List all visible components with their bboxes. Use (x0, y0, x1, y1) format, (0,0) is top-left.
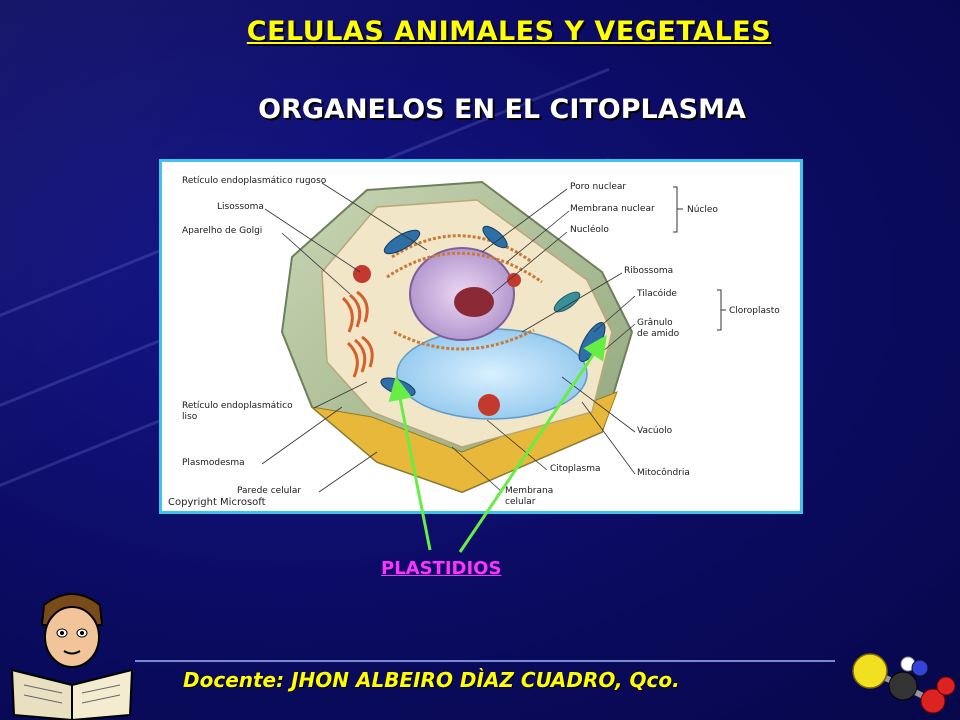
label-membrana-celular-2: celular (505, 497, 536, 507)
label-granulo-2: de amido (637, 329, 680, 339)
label-citoplasma: Citoplasma (550, 464, 601, 474)
label-parede-celular: Parede celular (237, 486, 301, 496)
teacher-reading-icon (10, 593, 134, 720)
cell-illustration: Retículo endoplasmático rugoso Lisossoma… (168, 176, 780, 508)
label-reticulo-rugoso: Retículo endoplasmático rugoso (182, 176, 327, 186)
label-golgi: Aparelho de Golgi (182, 226, 262, 236)
slide-subtitle: ORGANELOS EN EL CITOPLASMA (258, 94, 746, 125)
cell-diagram: Retículo endoplasmático rugoso Lisossoma… (159, 159, 803, 514)
golgi-shape (341, 290, 369, 333)
label-reticulo-liso: Retículo endoplasmático (182, 401, 293, 411)
label-vacuolo: Vacúolo (637, 426, 673, 436)
mitochondrion-shape (553, 291, 581, 313)
label-mitocondria: Mitocôndria (637, 467, 690, 478)
lysosome-shape (353, 265, 371, 283)
label-membrana-celular: Membrana (505, 486, 553, 496)
label-membrana-nuclear: Membrana nuclear (570, 204, 655, 214)
copyright-text: Copyright Microsoft (168, 497, 266, 508)
molecule-icon (852, 653, 956, 714)
label-nucleo: Núcleo (687, 205, 718, 215)
label-nucleolo: Nucléolo (570, 224, 609, 235)
footer-divider (135, 660, 835, 662)
footer-teacher-credit: Docente: JHON ALBEIRO DÌAZ CUADRO, Qco. (183, 668, 680, 692)
label-granulo: Grânulo (637, 318, 673, 328)
label-poro-nuclear: Poro nuclear (570, 182, 626, 192)
leader-lines (261, 182, 636, 493)
slide-title: CELULAS ANIMALES Y VEGETALES (246, 16, 772, 47)
label-cloroplasto: Cloroplasto (729, 306, 780, 316)
label-ribossoma: Ribossoma (624, 266, 673, 276)
label-reticulo-liso-2: liso (182, 412, 198, 422)
plastidios-link[interactable]: PLASTIDIOS (381, 558, 502, 579)
label-tilacoide: Tilacóide (636, 288, 677, 299)
label-lisossoma: Lisossoma (217, 202, 264, 212)
nucleolus-shape (454, 287, 494, 317)
label-plasmodesma: Plasmodesma (182, 458, 245, 468)
